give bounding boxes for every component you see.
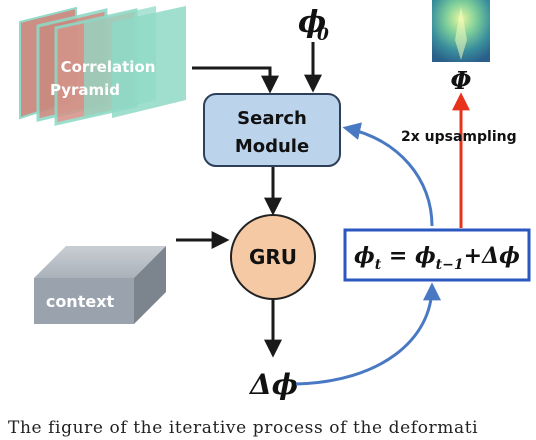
output-phi-label: Φ [451, 66, 472, 95]
update-equation-box [343, 228, 531, 282]
arrow-delta-to-update [295, 282, 441, 386]
update-equation: ϕt = ϕt−1+Δϕ [354, 243, 520, 273]
context-block: context [34, 246, 166, 324]
context-front-face [34, 278, 134, 324]
pyramid-label-line1: Correlation [61, 58, 156, 76]
gru-node [230, 214, 316, 300]
update-delta: Δϕ [481, 243, 520, 269]
figure-caption: The figure of the iterative process of t… [8, 418, 479, 438]
context-label: context [46, 292, 115, 311]
search-module-line1: Search [237, 108, 307, 129]
update-phi-2: ϕ [415, 243, 436, 269]
arrow-update-to-search [342, 122, 434, 227]
gru-label: GRU [249, 245, 297, 269]
update-eq: = [381, 243, 415, 269]
phi0-label: ϕ 0 [298, 5, 329, 45]
arrow-pyramid-to-search [192, 66, 279, 94]
phi0-base: ϕ [298, 5, 326, 40]
update-phi: ϕ [354, 243, 375, 269]
heatmap-streak [455, 6, 467, 60]
delta-phi-label: Δϕ [248, 368, 298, 401]
pyramid-layer-5 [112, 6, 186, 118]
phi0-sub: 0 [317, 25, 329, 45]
search-module-box [203, 93, 341, 167]
context-side-face [134, 246, 166, 324]
search-module-line2: Module [235, 136, 309, 157]
context-top-face [34, 246, 166, 278]
update-plus: + [464, 243, 482, 269]
output-heatmap [432, 0, 490, 62]
update-sub-t1: t−1 [436, 257, 464, 273]
correlation-pyramid: Correlation Pyramid [19, 6, 186, 126]
upsampling-label: 2x upsampling [401, 129, 517, 145]
pyramid-label-line2: Pyramid [50, 81, 120, 99]
update-sub-t: t [375, 257, 382, 273]
